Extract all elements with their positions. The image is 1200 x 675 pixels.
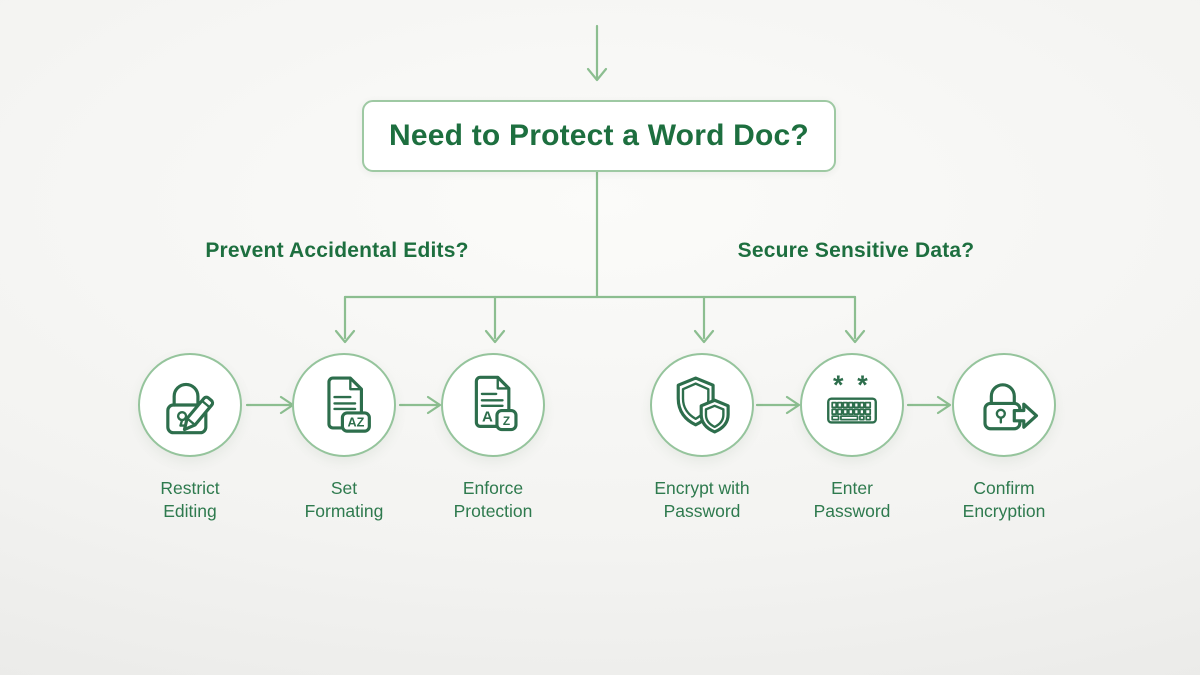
step-label: Enter Password bbox=[813, 478, 891, 522]
arrow-right-icon bbox=[755, 395, 801, 415]
step-node-encrypt-with-password bbox=[650, 353, 754, 457]
step-label: Enforce Protection bbox=[453, 478, 533, 522]
svg-text:Z: Z bbox=[503, 414, 510, 428]
arrow-down-icon bbox=[693, 295, 715, 344]
svg-text:A: A bbox=[482, 409, 493, 426]
arrow-right-icon bbox=[245, 395, 295, 415]
step-label: Encrypt with Password bbox=[654, 478, 750, 522]
step-label: Set Formating bbox=[304, 478, 384, 522]
arrow-right-icon bbox=[906, 395, 952, 415]
arrow-down-icon bbox=[586, 67, 608, 82]
title-box: Need to Protect a Word Doc? bbox=[362, 100, 836, 172]
step-node-confirm-encryption bbox=[952, 353, 1056, 457]
step-node-enforce-protection: A Z bbox=[441, 353, 545, 457]
keyboard-asterisks-icon: * * bbox=[827, 370, 877, 424]
double-shield-icon bbox=[676, 376, 730, 434]
step-label: Confirm Encryption bbox=[962, 478, 1046, 522]
lock-arrow-icon bbox=[983, 383, 1039, 431]
arrow-down-icon bbox=[484, 295, 506, 344]
document-a-z-icon: A Z bbox=[474, 375, 518, 432]
arrow-down-icon bbox=[334, 295, 356, 344]
branch-label-secure-data: Secure Sensitive Data? bbox=[737, 239, 975, 262]
arrow-down-icon bbox=[844, 295, 866, 344]
svg-text:AZ: AZ bbox=[347, 415, 364, 429]
page-title: Need to Protect a Word Doc? bbox=[389, 119, 809, 152]
step-node-restrict-editing bbox=[138, 353, 242, 457]
step-label: Restrict Editing bbox=[160, 478, 220, 522]
step-node-enter-password: * * bbox=[800, 353, 904, 457]
arrow-right-icon bbox=[398, 395, 442, 415]
document-az-icon: AZ bbox=[327, 376, 371, 433]
step-node-set-formating: AZ bbox=[292, 353, 396, 457]
branch-label-prevent-edits: Prevent Accidental Edits? bbox=[205, 239, 469, 262]
lock-pencil-icon bbox=[166, 382, 215, 435]
svg-text:* *: * * bbox=[833, 370, 871, 400]
